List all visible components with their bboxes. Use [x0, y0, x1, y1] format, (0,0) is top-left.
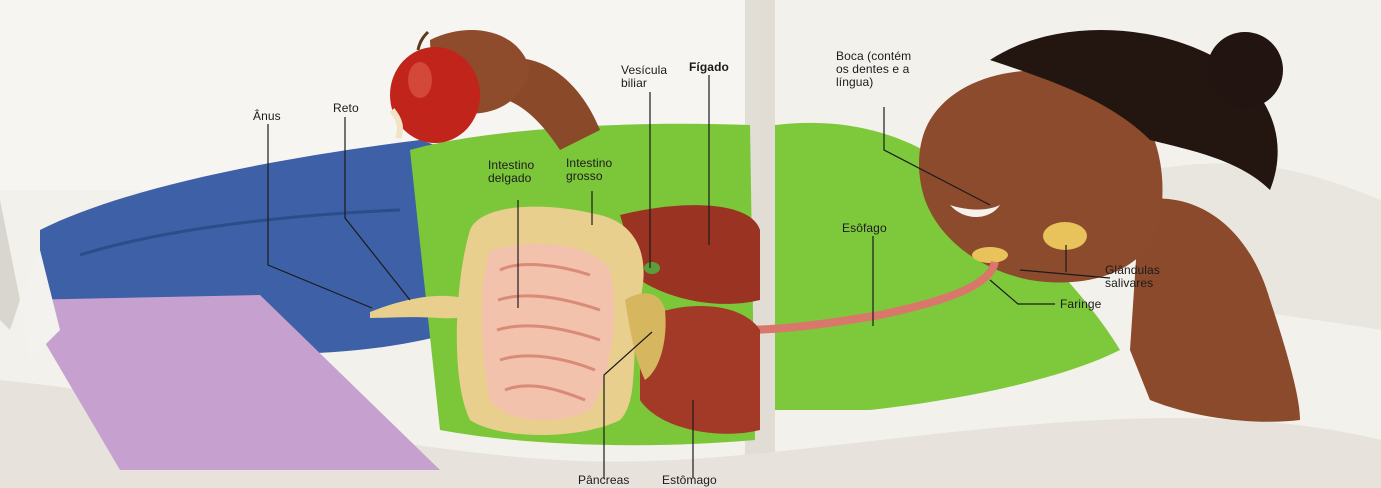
label-rectum: Reto — [333, 102, 359, 115]
label-stomach: Estômago — [662, 474, 717, 487]
label-large-intestine: Intestino grosso — [566, 157, 612, 183]
label-salivary-glands: Glândulas salivares — [1105, 264, 1160, 290]
label-anus: Ânus — [253, 110, 281, 123]
label-mouth: Boca (contém os dentes e a língua) — [836, 50, 911, 89]
label-pancreas: Pâncreas — [578, 474, 630, 487]
label-esophagus: Esôfago — [842, 222, 887, 235]
label-gallbladder: Vesícula biliar — [621, 64, 667, 90]
label-small-intestine: Intestino delgado — [488, 159, 534, 185]
label-pharynx: Faringe — [1060, 298, 1101, 311]
label-liver: Fígado — [689, 61, 729, 74]
